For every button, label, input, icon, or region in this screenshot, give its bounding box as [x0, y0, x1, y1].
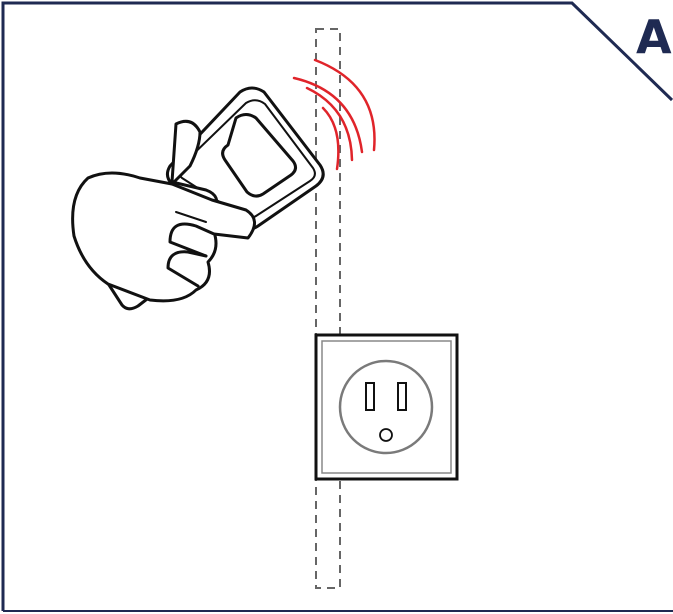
outlet-face — [338, 359, 434, 455]
signal-wave-3 — [292, 76, 364, 154]
hand-finger-2 — [168, 222, 216, 258]
hand-finger-1 — [170, 182, 256, 240]
electrical-outlet-icon — [314, 333, 459, 481]
hand-scanner-icon — [71, 86, 325, 311]
outlet-slot-right — [397, 382, 407, 411]
signal-wave-4 — [313, 58, 376, 152]
signal-waves-icon — [292, 58, 376, 171]
outlet-ground-hole — [379, 428, 393, 442]
signal-wave-1 — [321, 106, 340, 171]
outlet-slot-left — [365, 382, 375, 411]
hand-finger-3 — [166, 250, 208, 288]
scanner-screen — [221, 113, 298, 198]
hidden-stud — [315, 28, 341, 589]
hand-finger-line — [175, 211, 207, 223]
panel-label: A — [636, 10, 672, 64]
signal-wave-2 — [305, 86, 354, 162]
